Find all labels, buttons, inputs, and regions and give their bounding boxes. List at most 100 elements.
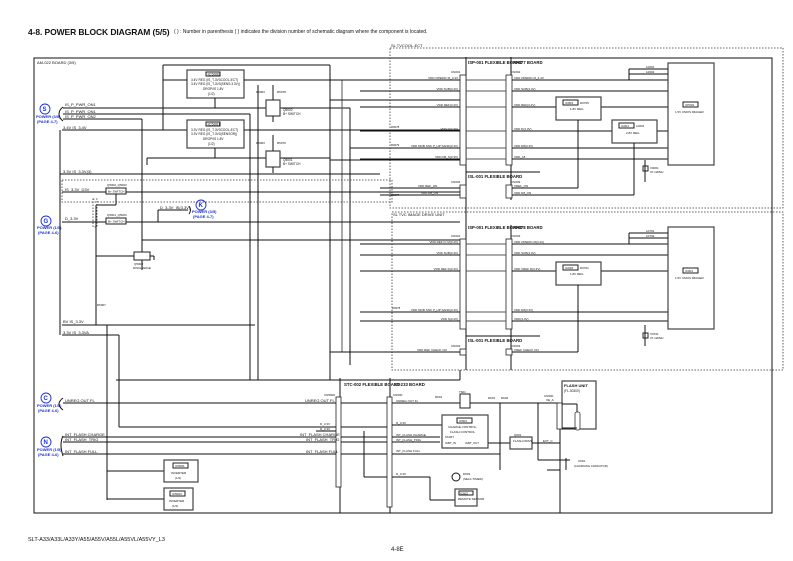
svg-text:L0001: L0001 bbox=[636, 124, 645, 128]
svg-text:D5007: D5007 bbox=[97, 303, 106, 307]
signal-label: INT_FLASH CHARGE bbox=[65, 432, 105, 437]
svg-text:Q5001: Q5001 bbox=[283, 158, 293, 162]
svg-text:R601: R601 bbox=[435, 395, 443, 399]
page-ref-c[interactable]: C POWER (1/5) (PAGE 4-6) bbox=[37, 392, 62, 413]
page-ref-s[interactable]: S POWER (3/5) (PAGE 4-7) bbox=[36, 103, 61, 124]
svg-text:37.12MHz: 37.12MHz bbox=[650, 170, 664, 174]
svg-text:DISCHARGE: DISCHARGE bbox=[133, 266, 151, 270]
b-switch-b bbox=[105, 217, 127, 225]
signal-label: 3.3V IS_3.3V(3) bbox=[63, 169, 92, 174]
connector-cn5000 bbox=[335, 396, 342, 488]
net-label: VDD MOB SNC P_HP SAND(3.4V) bbox=[411, 144, 458, 148]
svg-text:(1/2): (1/2) bbox=[208, 142, 215, 146]
svg-text:Q5002: Q5002 bbox=[283, 108, 293, 112]
svg-text:X0001: X0001 bbox=[650, 166, 659, 170]
svg-text:VDD D8_ON: VDD D8_ON bbox=[421, 191, 438, 195]
svg-text:DROP/IS 1.8V: DROP/IS 1.8V bbox=[203, 87, 224, 91]
svg-text:REMOTE SENSOR: REMOTE SENSOR bbox=[458, 497, 485, 501]
signal-label: INT_FLASH_TRIG bbox=[65, 437, 98, 442]
board-label: ISP-001 FLEXIBLE BOARD bbox=[468, 60, 522, 65]
svg-text:B+ SWITCH: B+ SWITCH bbox=[283, 162, 301, 166]
signal-label: 3.3V IS_3.3VA bbox=[63, 330, 89, 335]
svg-text:FLASH CONTROL: FLASH CONTROL bbox=[450, 430, 476, 434]
svg-text:IC601: IC601 bbox=[459, 419, 467, 423]
svg-text:2.8V REG: 2.8V REG bbox=[626, 131, 640, 135]
svg-text:CP001: CP001 bbox=[685, 103, 695, 107]
sensor-region-bottom-label: SL TVC IMAGE DRIVE UNIT bbox=[393, 212, 445, 217]
svg-text:D601: D601 bbox=[488, 396, 496, 400]
svg-text:(PAGE 4-6): (PAGE 4-6) bbox=[38, 452, 59, 457]
net-label: VDD(3.4V) bbox=[514, 317, 529, 321]
svg-text:L0002: L0002 bbox=[646, 70, 655, 74]
signal-label: IS_P_PWR_ON2 bbox=[65, 114, 96, 119]
svg-text:D_3.3V: D_3.3V bbox=[396, 472, 406, 476]
svg-text:(1/2): (1/2) bbox=[172, 504, 178, 508]
svg-text:(PAGE 4-7): (PAGE 4-7) bbox=[37, 119, 58, 124]
svg-text:T601: T601 bbox=[459, 390, 466, 394]
svg-text:CN001: CN001 bbox=[451, 70, 461, 74]
board-label: IS-077 BOARD bbox=[513, 60, 543, 65]
signal-label: UNREG OUT FL bbox=[65, 398, 95, 403]
svg-text:B+ SWITCH: B+ SWITCH bbox=[283, 112, 301, 116]
svg-text:CN600: CN600 bbox=[544, 394, 554, 398]
net-label: VDD_18 bbox=[514, 155, 526, 159]
net-label: VDD REF(3.4V) bbox=[514, 103, 535, 107]
svg-text:POWER (1/5): POWER (1/5) bbox=[37, 225, 62, 230]
signal-label: IS_3.3V_D3V bbox=[65, 187, 90, 192]
board-label-am022: AM-022 BOARD (3/5) bbox=[37, 60, 76, 65]
b-plus-switch-q5001: R5003 R5079 Q5001 B+ SWITCH bbox=[256, 141, 301, 168]
svg-text:R0079: R0079 bbox=[391, 143, 400, 147]
discharge-switch bbox=[133, 251, 151, 261]
svg-text:VDD REF_ON: VDD REF_ON bbox=[418, 184, 437, 188]
svg-text:IC018: IC018 bbox=[565, 266, 573, 270]
svg-text:CHARGE CONTROL,: CHARGE CONTROL, bbox=[448, 425, 477, 429]
svg-text:D0705: D0705 bbox=[580, 101, 589, 105]
svg-text:IC001: IC001 bbox=[621, 124, 629, 128]
svg-text:X0701: X0701 bbox=[650, 332, 659, 336]
svg-text:INVERTER: INVERTER bbox=[169, 499, 185, 503]
page-ref-n[interactable]: N POWER (1/5) (PAGE 4-6) bbox=[37, 436, 62, 457]
svg-text:(1/2): (1/2) bbox=[208, 92, 215, 96]
svg-text:3.4V REG (IS_T-3V3COOL-ECT): 3.4V REG (IS_T-3V3COOL-ECT) bbox=[191, 78, 238, 82]
svg-text:R0077: R0077 bbox=[391, 193, 400, 197]
am022-board-frame bbox=[33, 57, 773, 514]
svg-text:B+ SWITCH: B+ SWITCH bbox=[108, 220, 124, 224]
page-ref-g[interactable]: G POWER (1/5) (PAGE 4-6) bbox=[37, 215, 62, 235]
svg-text:POWER (3/5): POWER (3/5) bbox=[192, 209, 217, 214]
svg-text:POWER (1/5): POWER (1/5) bbox=[37, 447, 62, 452]
signal-label: D_3.3V_IS(3.3V) bbox=[160, 205, 191, 210]
b-plus-switch-q5002: R5003 R5078 Q5002 B+ SWITCH bbox=[256, 90, 301, 117]
component-ref: IC5002 bbox=[208, 72, 222, 77]
svg-text:Q5002_Q5003: Q5002_Q5003 bbox=[107, 183, 127, 187]
connector-cn001-a bbox=[459, 74, 467, 166]
connector-cn002-a bbox=[505, 74, 513, 166]
svg-text:POWER (3/5): POWER (3/5) bbox=[36, 114, 61, 119]
board-label: ISL-001 FLEXIBLE BOARD bbox=[468, 338, 522, 343]
svg-text:R5078: R5078 bbox=[277, 90, 286, 94]
signal-label: D_3.3V bbox=[65, 216, 79, 221]
svg-text:1.5V CMOS IMAGER: 1.5V CMOS IMAGER bbox=[675, 110, 705, 114]
self-timer-led bbox=[451, 472, 461, 482]
svg-text:XE_A: XE_A bbox=[546, 398, 554, 402]
svg-text:(1/2): (1/2) bbox=[175, 476, 181, 480]
svg-text:L0702: L0702 bbox=[646, 234, 655, 238]
net-label: VDD S(3.4V) bbox=[441, 317, 458, 321]
svg-text:INT_FLASH_TRIG: INT_FLASH_TRIG bbox=[396, 438, 422, 442]
svg-text:R5079: R5079 bbox=[277, 141, 286, 145]
svg-text:D_3.3V: D_3.3V bbox=[320, 427, 330, 431]
svg-text:3.3V REG (IS_T-3V3(SENSOR)): 3.3V REG (IS_T-3V3(SENSOR)) bbox=[191, 132, 237, 136]
svg-text:1.8V REG: 1.8V REG bbox=[570, 272, 584, 276]
svg-text:C601: C601 bbox=[578, 459, 586, 463]
page-title: 4-8. POWER BLOCK DIAGRAM (5/5) bbox=[28, 27, 170, 37]
net-label: VDD OPERIC M_3.4V bbox=[514, 76, 544, 80]
svg-text:FLASH UNIT: FLASH UNIT bbox=[564, 383, 588, 388]
transformer bbox=[459, 393, 471, 409]
svg-text:CN003: CN003 bbox=[451, 180, 461, 184]
connector-cn600 bbox=[386, 396, 393, 508]
svg-text:1.8V REG: 1.8V REG bbox=[570, 107, 584, 111]
net-label: VDD D8_S(3.3V) bbox=[435, 155, 458, 159]
brace-s bbox=[58, 106, 64, 122]
svg-text:S: S bbox=[43, 107, 47, 113]
net-label: VDD MOB SNC P_HP SAND(3.4V) bbox=[411, 308, 458, 312]
page-ref-k[interactable]: K POWER (3/5) (PAGE 4-7) bbox=[192, 199, 217, 219]
